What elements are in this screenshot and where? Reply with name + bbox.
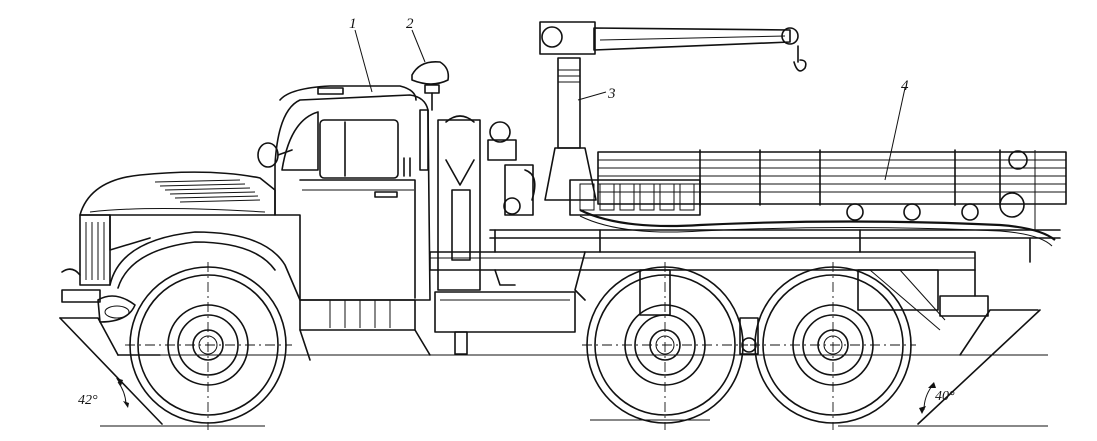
axle-details	[299, 317, 759, 361]
roof-searchlight	[411, 60, 450, 111]
headlight	[257, 142, 293, 168]
wheel-front	[125, 262, 292, 430]
departure-angle-construction	[917, 309, 1041, 425]
wheel-rear	[750, 262, 916, 430]
front-fender	[109, 214, 301, 301]
front-bumper	[61, 268, 136, 323]
callout-leaders	[354, 29, 906, 181]
approach-angle-construction	[59, 317, 163, 425]
cab	[274, 85, 431, 331]
departure-angle-label: 40°	[935, 389, 955, 404]
callout-4-label: 4	[901, 78, 909, 94]
platform-rails	[489, 229, 1061, 301]
crane	[539, 21, 807, 201]
callout-3-label: 3	[607, 86, 616, 102]
callout-2-label: 2	[406, 16, 414, 32]
rear-cab-equipment	[437, 115, 536, 291]
chassis-frame	[429, 251, 989, 333]
approach-angle-label: 42°	[78, 393, 98, 408]
valve-manifold	[503, 179, 979, 221]
wheel-middle	[582, 262, 748, 430]
callout-1-label: 1	[349, 16, 357, 32]
pipe-bundle	[597, 149, 1067, 230]
